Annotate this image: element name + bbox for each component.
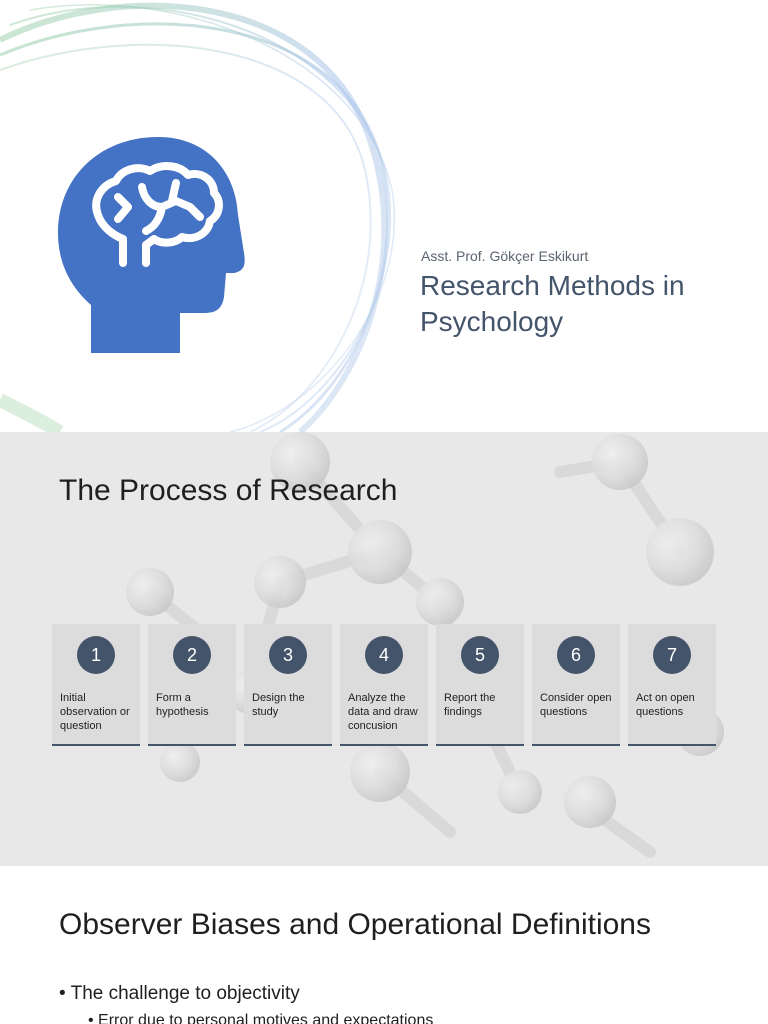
bias-heading: Observer Biases and Operational Definiti… <box>59 908 651 941</box>
process-step-2: 2 Form a hypothesis <box>148 624 236 746</box>
bullet-level-1: • The challenge to objectivity <box>59 983 300 1004</box>
process-heading: The Process of Research <box>59 474 398 507</box>
step-label: Report the findings <box>444 692 496 718</box>
process-steps: 1 Initial observation or question 2 Form… <box>52 624 716 748</box>
bullet-text: The challenge to objectivity <box>70 983 300 1004</box>
process-step-3: 3 Design the study <box>244 624 332 746</box>
title-slide: Asst. Prof. Gökçer Eskikurt Research Met… <box>0 0 768 432</box>
step-label: Design the study <box>252 692 305 718</box>
step-label: Initial observation or question <box>60 692 130 732</box>
step-label: Analyze the data and draw concusion <box>348 692 418 732</box>
bias-slide: Observer Biases and Operational Definiti… <box>0 866 768 1024</box>
step-number-badge: 5 <box>461 636 499 674</box>
process-step-6: 6 Consider open questions <box>532 624 620 746</box>
process-step-5: 5 Report the findings <box>436 624 524 746</box>
process-step-1: 1 Initial observation or question <box>52 624 140 746</box>
step-label: Form a hypothesis <box>156 692 209 718</box>
step-number-badge: 1 <box>77 636 115 674</box>
author-name: Asst. Prof. Gökçer Eskikurt <box>421 248 589 264</box>
step-number-badge: 4 <box>365 636 403 674</box>
step-number-badge: 3 <box>269 636 307 674</box>
step-number-badge: 2 <box>173 636 211 674</box>
bullet-text: Error due to personal motives and expect… <box>98 1012 434 1024</box>
bullet-level-2: • Error due to personal motives and expe… <box>88 1012 433 1024</box>
decorative-swirl <box>0 2 395 432</box>
process-step-7: 7 Act on open questions <box>628 624 716 746</box>
step-label: Consider open questions <box>540 692 612 718</box>
step-number-badge: 7 <box>653 636 691 674</box>
process-slide: The Process of Research 1 Initial observ… <box>0 432 768 866</box>
step-label: Act on open questions <box>636 692 695 718</box>
step-number-badge: 6 <box>557 636 595 674</box>
head-brain-icon <box>58 137 245 353</box>
process-step-4: 4 Analyze the data and draw concusion <box>340 624 428 746</box>
slide-title: Research Methods in Psychology <box>420 270 685 337</box>
